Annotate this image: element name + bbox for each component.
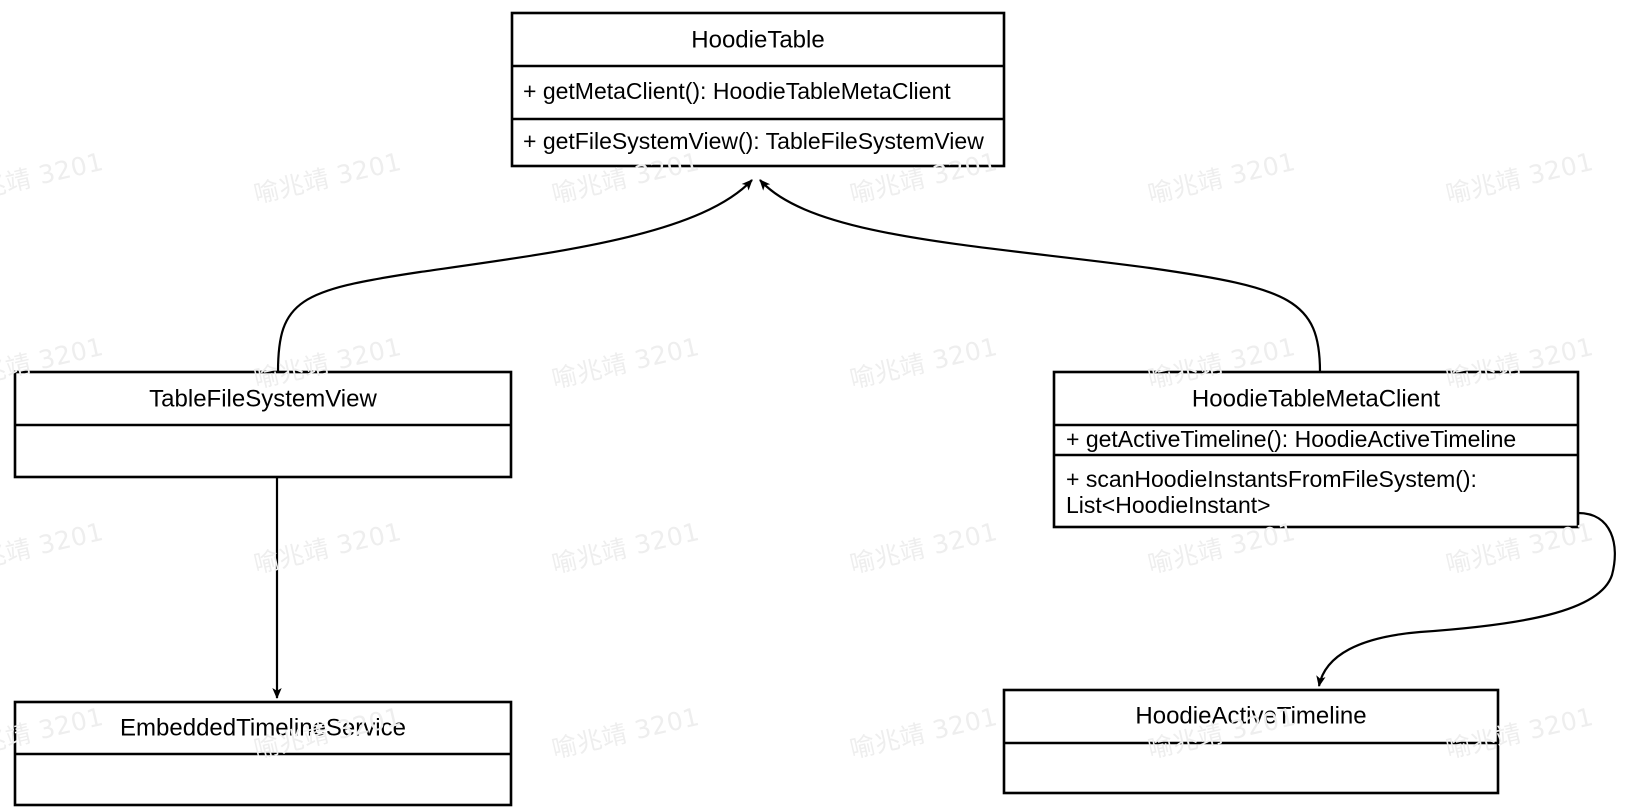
- class-member-hoodie-table-0: + getMetaClient(): HoodieTableMetaClient: [523, 78, 951, 104]
- edge-tfsv-to-hoodietable: [276, 179, 753, 373]
- class-member-hoodie-table-meta-client-0: + getActiveTimeline(): HoodieActiveTimel…: [1066, 426, 1516, 452]
- class-member-hoodie-table-meta-client-1-line1: + scanHoodieInstantsFromFileSystem():: [1066, 466, 1477, 492]
- edges-group: [272, 179, 1616, 699]
- class-box-hoodie-table[interactable]: HoodieTable + getMetaClient(): HoodieTab…: [510, 11, 1006, 168]
- class-title-hoodie-active-timeline: HoodieActiveTimeline: [1135, 702, 1366, 729]
- class-title-embedded-timeline-service: EmbeddedTimelineService: [120, 714, 406, 741]
- class-member-hoodie-table-meta-client-1-line2: List<HoodieInstant>: [1066, 492, 1271, 518]
- class-title-hoodie-table-meta-client: HoodieTableMetaClient: [1192, 385, 1440, 412]
- class-box-embedded-timeline-service[interactable]: EmbeddedTimelineService: [13, 700, 513, 807]
- class-title-table-file-system-view: TableFileSystemView: [149, 385, 377, 412]
- edge-metaclient-to-hoodietable: [759, 179, 1322, 373]
- class-box-table-file-system-view[interactable]: TableFileSystemView: [13, 370, 513, 479]
- class-member-hoodie-table-1: + getFileSystemView(): TableFileSystemVi…: [523, 128, 984, 154]
- class-box-hoodie-active-timeline[interactable]: HoodieActiveTimeline: [1002, 688, 1500, 795]
- class-box-hoodie-table-meta-client[interactable]: HoodieTableMetaClient + getActiveTimelin…: [1052, 370, 1580, 529]
- class-title-hoodie-table: HoodieTable: [691, 26, 824, 53]
- edge-metaclient-to-activetimeline: [1316, 511, 1616, 687]
